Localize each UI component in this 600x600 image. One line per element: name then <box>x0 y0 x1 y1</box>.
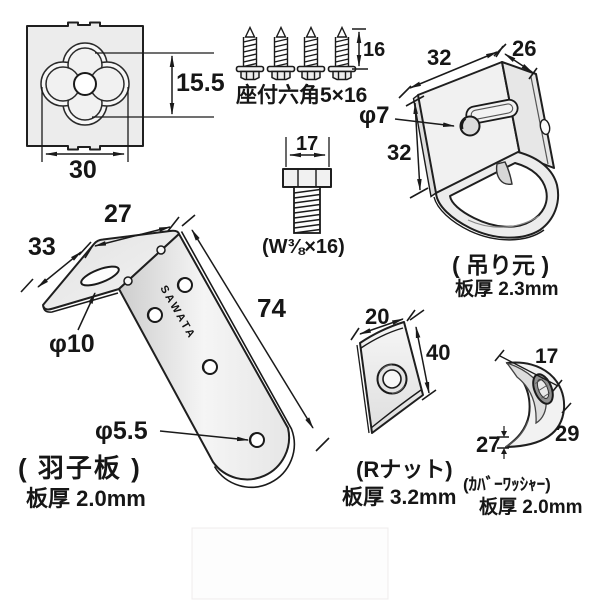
screw <box>327 25 357 81</box>
hex-bolt-drawing <box>282 137 332 234</box>
hagoita-bracket-drawing: SAWATA <box>20 214 330 489</box>
screw <box>235 25 265 81</box>
center-hole <box>73 72 97 96</box>
hagoita-left-dim-label: 33 <box>28 233 56 261</box>
washer-top-dim-label: 17 <box>535 345 559 368</box>
r-nut-thickness-label: 板厚 3.2mm <box>342 486 457 509</box>
bolt-width-dim-label: 17 <box>296 133 319 155</box>
washer-name-label: (ｶﾊﾞｰﾜｯｼｬｰ) <box>463 475 551 494</box>
washer-thickness-label: 板厚 2.0mm <box>479 497 583 518</box>
hagoita-end-hole-dim-label: φ5.5 <box>95 417 148 445</box>
r-nut-height-dim-label: 40 <box>426 340 451 365</box>
hagoita-name-label: ( 羽子板 ) <box>18 453 142 483</box>
screw <box>296 25 326 81</box>
square-plate-drawing <box>26 21 214 162</box>
hanging-base-left-dim-label: 32 <box>387 140 412 165</box>
hanging-base-name-label: ( 吊り元 ) <box>452 252 550 278</box>
bolt-spec-label: (W⅜×16) <box>262 236 345 258</box>
hagoita-length-dim-label: 74 <box>257 293 286 323</box>
plate-height-dim-label: 15.5 <box>176 69 225 97</box>
plate-width-dim-label: 30 <box>69 156 97 184</box>
cover-washer-drawing <box>494 349 572 459</box>
inner-tab <box>495 161 513 185</box>
clover-hole <box>40 42 130 126</box>
fold-bump <box>123 276 133 286</box>
screw-name-label: 座付六角5×16 <box>236 84 368 107</box>
hanging-base-hole-dim-label: φ7 <box>359 102 390 129</box>
washer-lip-dim-label: 27 <box>476 432 501 457</box>
hagoita-slot-dim-label: φ10 <box>49 330 95 358</box>
washer-outer-dim-label: 29 <box>555 421 580 446</box>
hagoita-thickness-label: 板厚 2.0mm <box>26 486 146 511</box>
hanging-base-thickness-label: 板厚 2.3mm <box>455 279 559 300</box>
edge-notch <box>539 118 551 136</box>
screw <box>266 25 296 81</box>
fold-bump <box>156 245 166 255</box>
faint-image-edge <box>191 527 389 600</box>
r-nut-drawing <box>350 309 437 434</box>
hanging-base-side-dim-label: 26 <box>512 36 537 61</box>
hagoita-top-dim-label: 27 <box>104 200 132 228</box>
hanging-base-bracket-drawing <box>394 43 559 241</box>
r-nut-width-dim-label: 20 <box>365 304 390 329</box>
hanging-base-top-dim-label: 32 <box>427 45 452 70</box>
phi7-hole <box>459 115 481 137</box>
oval-thread-hole <box>532 373 554 405</box>
r-nut-name-label: (Rナット) <box>356 457 453 482</box>
tapping-screws-drawing <box>235 25 368 81</box>
screw-length-dim-label: 16 <box>363 39 386 61</box>
